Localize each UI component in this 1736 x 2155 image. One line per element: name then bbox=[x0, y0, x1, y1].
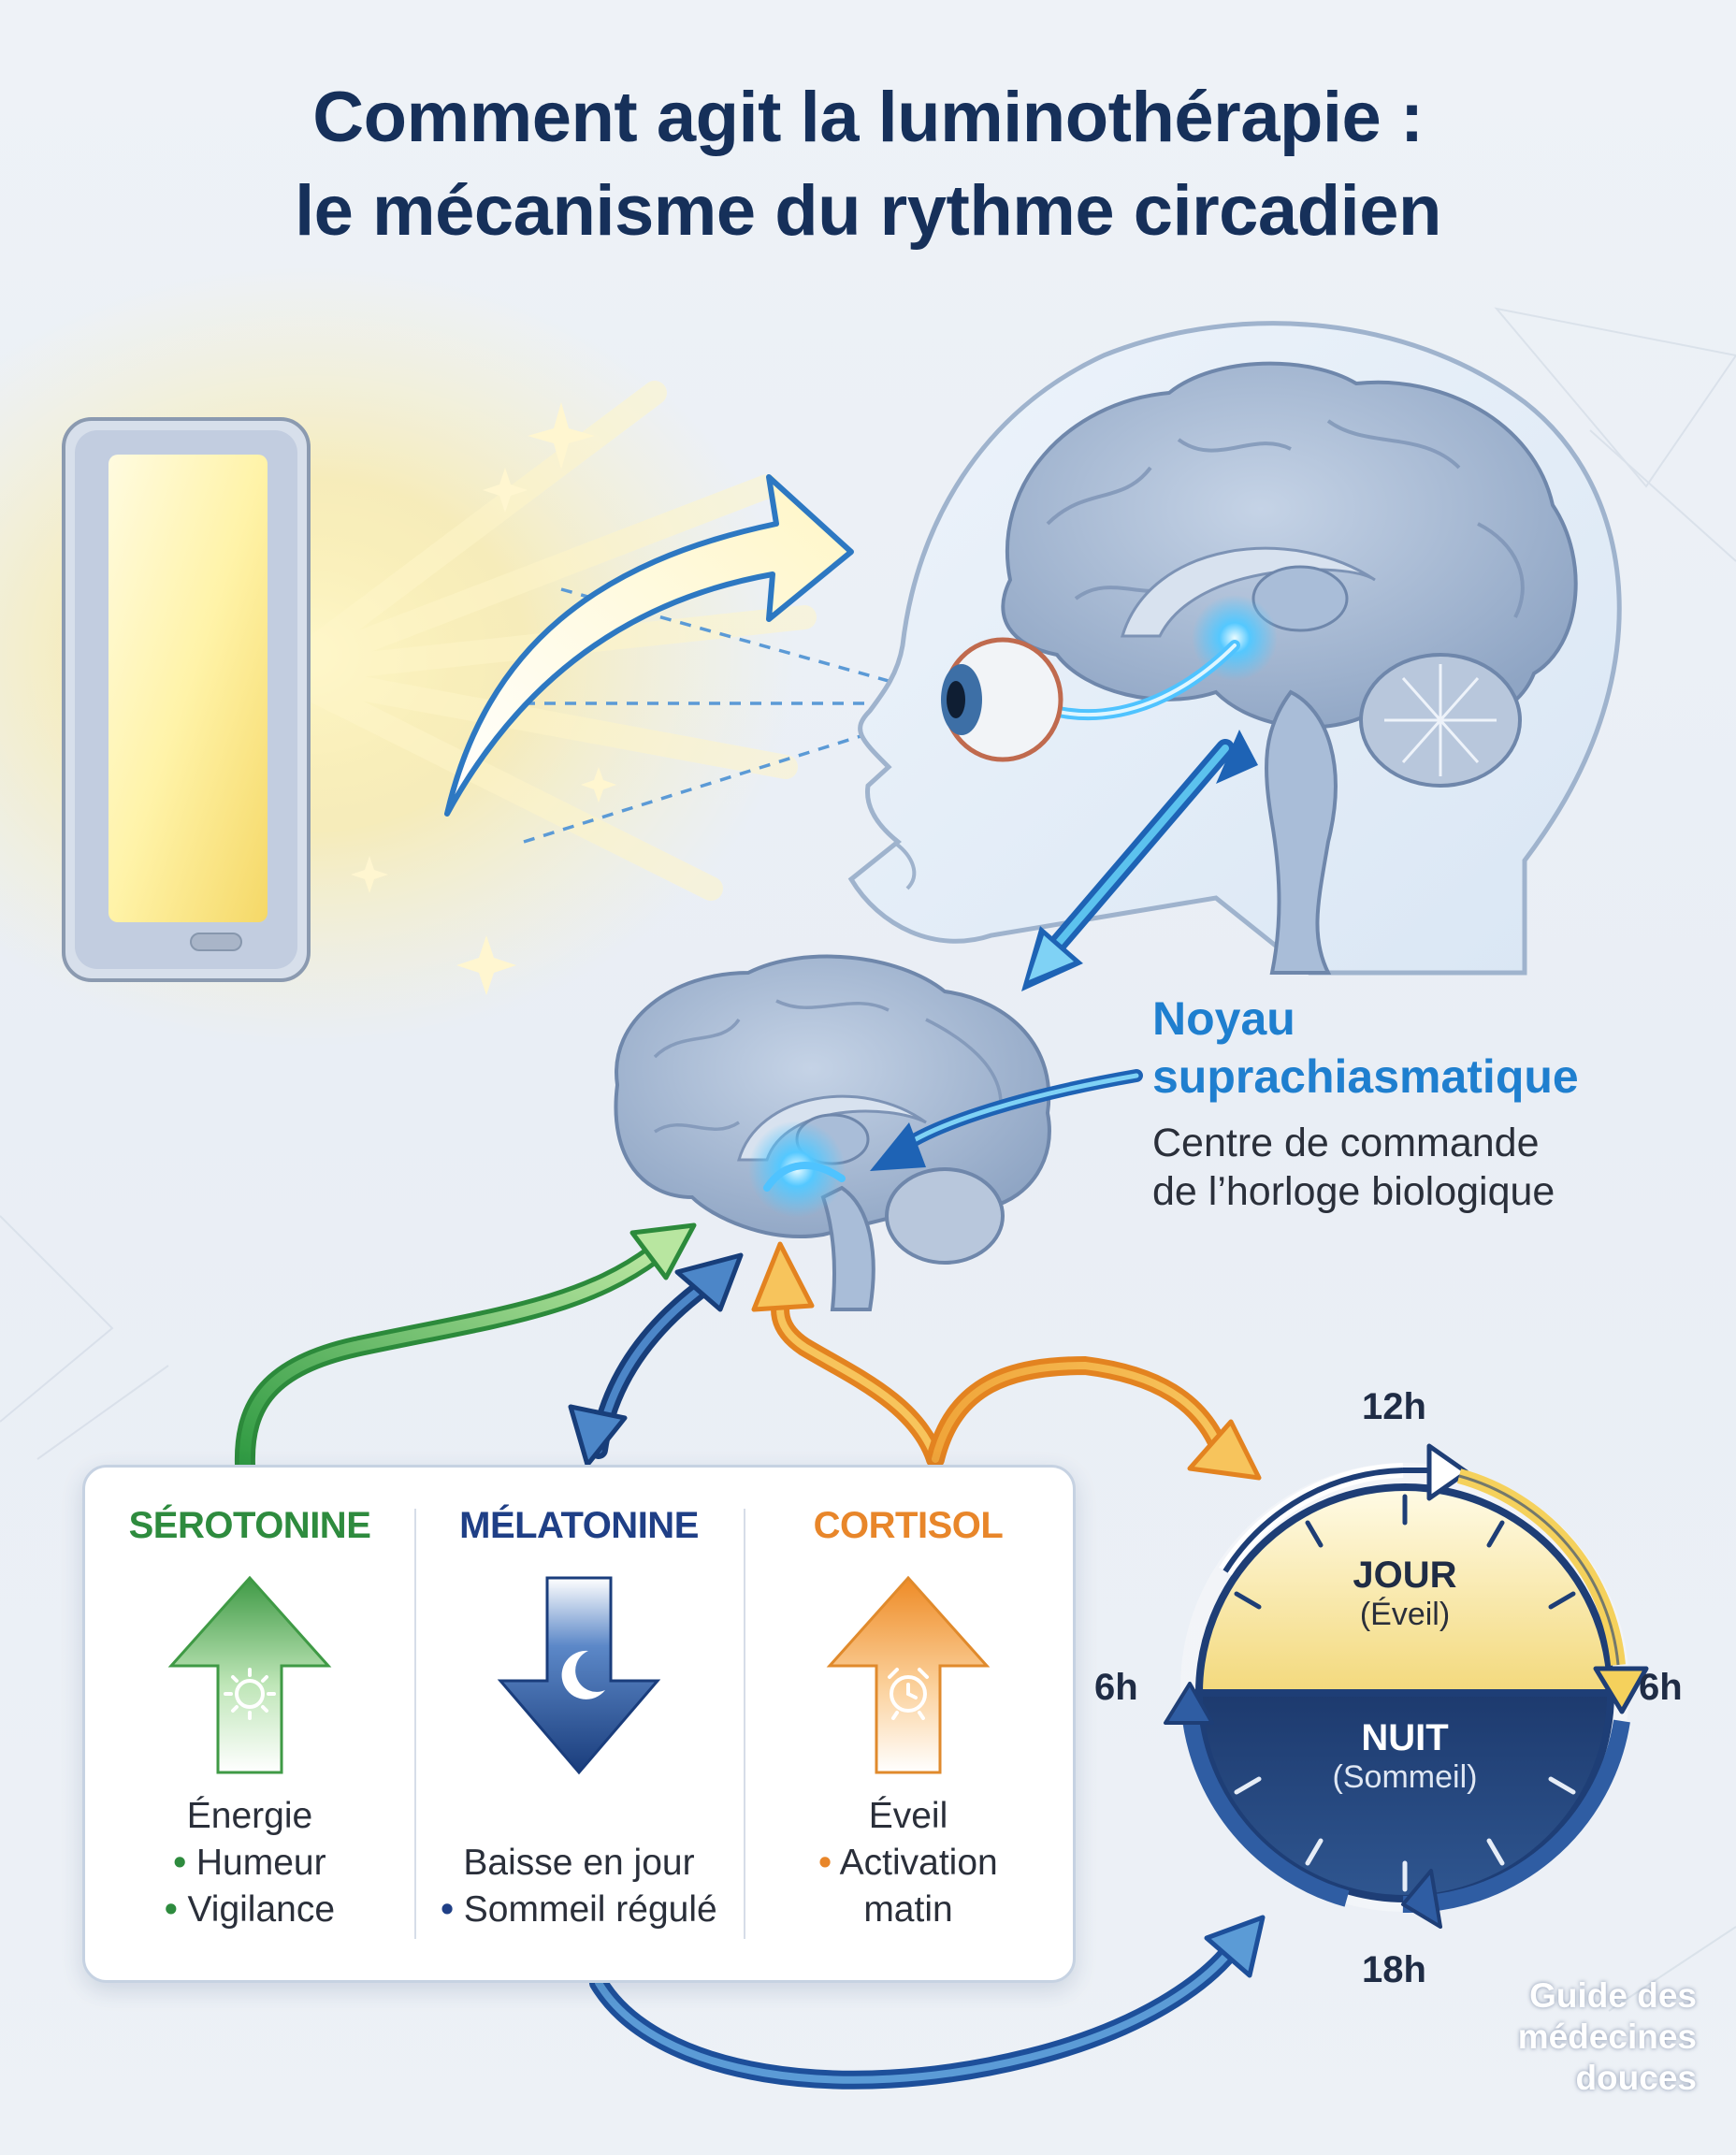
watermark: Guide des médecines douces bbox=[1517, 1976, 1697, 2097]
night-label: NUIT bbox=[1361, 1717, 1449, 1758]
hormone-serotonin: SÉROTONINE Énergie • Humeur • Vigilance bbox=[85, 1468, 414, 1980]
sparkle-icon bbox=[351, 856, 388, 893]
page-title-line1: Comment agit la luminothérapie : bbox=[312, 78, 1424, 157]
day-sublabel: (Éveil) bbox=[1359, 1597, 1451, 1632]
night-section-label: NUIT (Sommeil) bbox=[1274, 1717, 1536, 1796]
cortisol-arrow bbox=[751, 1241, 1262, 1481]
hormone-name: SÉROTONINE bbox=[128, 1505, 371, 1546]
panel-to-clock-arrow bbox=[589, 1915, 1266, 2090]
sparkle-icon bbox=[456, 935, 516, 995]
sun-icon bbox=[224, 1668, 276, 1720]
circadian-clock bbox=[1164, 1443, 1649, 1929]
sparkle-icon bbox=[528, 402, 595, 470]
scn-desc-line2: de l’horloge biologique bbox=[1152, 1169, 1555, 1214]
sparkle-icon bbox=[483, 468, 528, 513]
hormone-name: CORTISOL bbox=[813, 1505, 1004, 1546]
brain-large bbox=[1001, 361, 1578, 975]
effect-item: • Vigilance bbox=[164, 1889, 336, 1930]
scn-description: Centre de commande de l’horloge biologiq… bbox=[1152, 1119, 1555, 1216]
hormones-panel: SÉROTONINE Énergie • Humeur • Vigilance … bbox=[82, 1465, 1076, 1983]
page-title-line2: le mécanisme du rythme circadien bbox=[295, 171, 1441, 251]
effect-item: Éveil bbox=[868, 1796, 948, 1836]
arrow-down-icon bbox=[497, 1576, 661, 1775]
scn-link-arrow bbox=[1021, 730, 1258, 991]
night-sublabel: (Sommeil) bbox=[1332, 1759, 1478, 1795]
panel-divider bbox=[744, 1509, 745, 1939]
serotonin-arrow bbox=[234, 1222, 697, 1475]
arrow-up-icon bbox=[167, 1575, 332, 1774]
effects-list: Éveil • Activation matin bbox=[744, 1793, 1073, 1933]
scn-pointer-arrow bbox=[870, 1069, 1143, 1171]
hormone-cortisol: CORTISOL Éveil • Activation matin bbox=[744, 1468, 1073, 1980]
effect-item: Énergie bbox=[186, 1796, 313, 1836]
day-label: JOUR bbox=[1353, 1555, 1457, 1596]
sparkle-icon bbox=[581, 767, 616, 803]
effect-item: • Sommeil régulé bbox=[441, 1889, 717, 1930]
day-section-label: JOUR (Éveil) bbox=[1274, 1555, 1536, 1633]
effects-list: Énergie • Humeur • Vigilance bbox=[85, 1793, 414, 1933]
effect-item: • Humeur bbox=[173, 1843, 326, 1883]
panel-divider bbox=[414, 1509, 416, 1939]
alarm-clock-icon bbox=[888, 1668, 929, 1720]
effect-item: Baisse en jour bbox=[463, 1843, 695, 1883]
hormone-name: MÉLATONINE bbox=[459, 1505, 699, 1546]
effects-list: Baisse en jour • Sommeil régulé bbox=[414, 1840, 744, 1933]
scn-title-line1: Noyau bbox=[1152, 992, 1295, 1045]
scn-desc-line1: Centre de commande bbox=[1152, 1121, 1540, 1165]
hormone-melatonin: MÉLATONINE Baisse en jour • Sommeil régu… bbox=[414, 1468, 744, 1980]
effect-item: • Activation bbox=[818, 1843, 998, 1883]
clock-label-bottom: 18h bbox=[1362, 1949, 1426, 1990]
light-therapy-tablet bbox=[62, 417, 311, 982]
brain-small bbox=[614, 954, 1051, 1311]
light-to-eye-arrow bbox=[444, 474, 854, 817]
scn-label: Noyau suprachiasmatique bbox=[1152, 990, 1579, 1106]
clock-label-top: 12h bbox=[1362, 1386, 1426, 1427]
effect-item: matin bbox=[863, 1889, 953, 1930]
clock-label-right: 6h bbox=[1639, 1667, 1683, 1708]
melatonin-arrow bbox=[568, 1252, 744, 1468]
eye bbox=[941, 637, 1240, 762]
scn-title-line2: suprachiasmatique bbox=[1152, 1050, 1579, 1103]
moon-icon bbox=[561, 1650, 605, 1699]
clock-label-left: 6h bbox=[1094, 1667, 1138, 1708]
background-lines bbox=[0, 307, 1736, 2012]
arrow-up-icon bbox=[826, 1575, 991, 1774]
